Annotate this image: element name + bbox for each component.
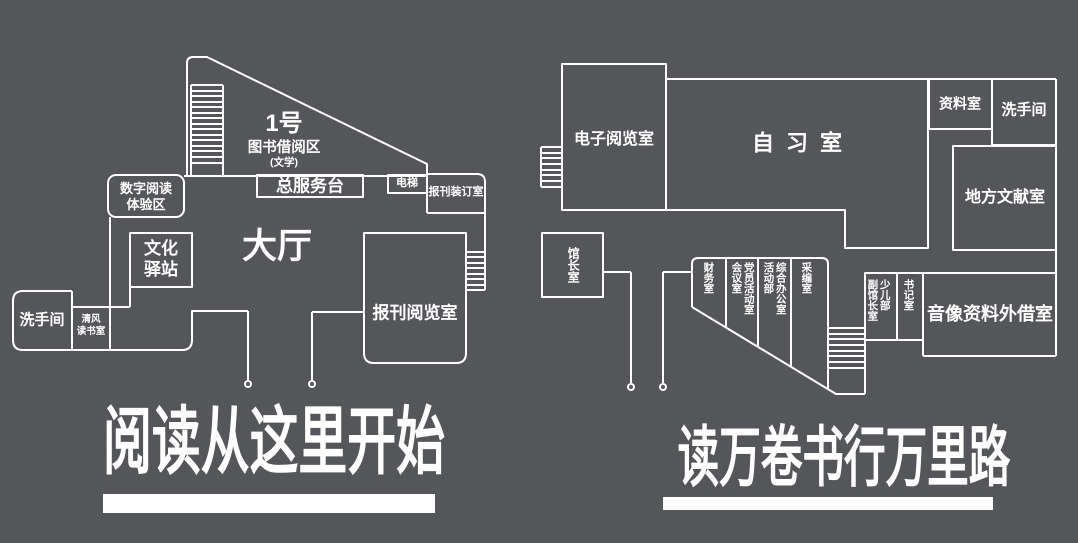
hall-bottom-wall <box>72 310 249 381</box>
room-label-qingfeng-line2: 读书室 <box>76 326 106 337</box>
left-floorplan <box>12 56 486 388</box>
room-label-service-desk: 总服务台 <box>276 176 344 196</box>
door-marker <box>244 380 252 388</box>
room-label-director: 馆长室 <box>566 247 581 283</box>
room-label-secretary: 书记室 <box>902 279 915 311</box>
room-label-meeting: 会议室 <box>730 262 743 294</box>
room-label-book-lending: 图书借阅区 <box>247 139 321 156</box>
room-label-digital-line1: 数字阅读 <box>119 180 173 196</box>
room-label-restroom-left: 洗手间 <box>19 311 65 329</box>
room-label-periodical-room: 报刊阅览室 <box>372 303 458 323</box>
room-label-party-meeting: 党员活动室 会议室 <box>730 262 755 315</box>
room-label-e-reading: 电子阅览室 <box>573 131 655 148</box>
entrance-walls <box>603 271 692 384</box>
right-slogan-text: 读万卷书行万里路 <box>677 420 1011 494</box>
director-office-outline <box>541 232 604 298</box>
room-label-culture-line1: 文化 <box>144 238 178 258</box>
left-slogan-underline <box>103 494 435 513</box>
room-label-party-activity: 党员活动室 <box>742 262 755 315</box>
room-label-av-lending: 音像资料外借室 <box>927 303 1053 324</box>
room-label-study: 自习室 <box>751 130 855 156</box>
stairs-icon <box>828 327 865 369</box>
book-area-outline <box>186 56 428 213</box>
room-label-book-lending-note: (文学) <box>270 156 298 169</box>
room-label-hall: 大厅 <box>241 227 313 267</box>
room-label-reference: 资料室 <box>939 95 981 112</box>
left-slogan-text: 阅读从这里开始 <box>103 400 445 483</box>
culture-station-outline <box>129 232 193 288</box>
stairs-icon <box>540 146 562 188</box>
room-label-restroom-right: 洗手间 <box>1001 101 1047 119</box>
room-label-digital-line2: 体验区 <box>126 197 166 212</box>
room-label-deputy-director: 副馆长室 <box>866 279 879 321</box>
stairs-icon <box>190 84 224 176</box>
study-room-outline <box>562 79 929 249</box>
room-label-culture-station: 文化 驿站 <box>144 238 178 281</box>
room-label-cataloging: 采编室 <box>800 262 813 294</box>
elevator-room <box>387 174 428 194</box>
periodical-room-outline <box>363 232 467 364</box>
room-label-elevator: 电梯 <box>396 177 418 190</box>
binding-room-outline <box>427 173 486 290</box>
room-label-general-office: 综合办公室 <box>774 262 787 315</box>
room-label-culture-line2: 驿站 <box>144 260 178 279</box>
room-label-digital-reading: 数字阅读 体验区 <box>120 181 172 214</box>
room-label-qingfeng: 清风 读书室 <box>77 314 106 338</box>
door-marker <box>659 383 667 391</box>
right-slogan: 读万卷书行万里路 <box>580 420 1078 494</box>
door-marker <box>308 380 316 388</box>
local-docs-outline <box>952 145 1057 251</box>
restroom-outline <box>12 290 73 351</box>
right-slogan-underline <box>663 497 993 510</box>
room-label-children-deputy: 少儿部 副馆长室 <box>866 279 891 321</box>
digital-reading-outline <box>107 174 185 218</box>
service-desk-room <box>256 174 364 198</box>
room-label-general-activity: 综合办公室 活动部 <box>762 262 787 315</box>
office-block-outline <box>691 257 1057 395</box>
room-label-finance: 财务室 <box>702 262 715 294</box>
room-label-children: 少儿部 <box>878 279 891 311</box>
room-label-activity-dept: 活动部 <box>762 262 775 294</box>
room-label-binding-room: 报刊装订室 <box>428 186 484 199</box>
right-floorplan <box>540 63 1057 395</box>
left-slogan: 阅读从这里开始 <box>15 400 515 483</box>
room-label-local-docs: 地方文献室 <box>964 189 1046 206</box>
room-label-qingfeng-line1: 清风 <box>81 314 101 326</box>
door-marker <box>627 383 635 391</box>
hall-entrance-wall <box>311 311 364 381</box>
room-label-area-no: 1号 <box>265 110 303 137</box>
stairs-icon <box>466 251 485 291</box>
